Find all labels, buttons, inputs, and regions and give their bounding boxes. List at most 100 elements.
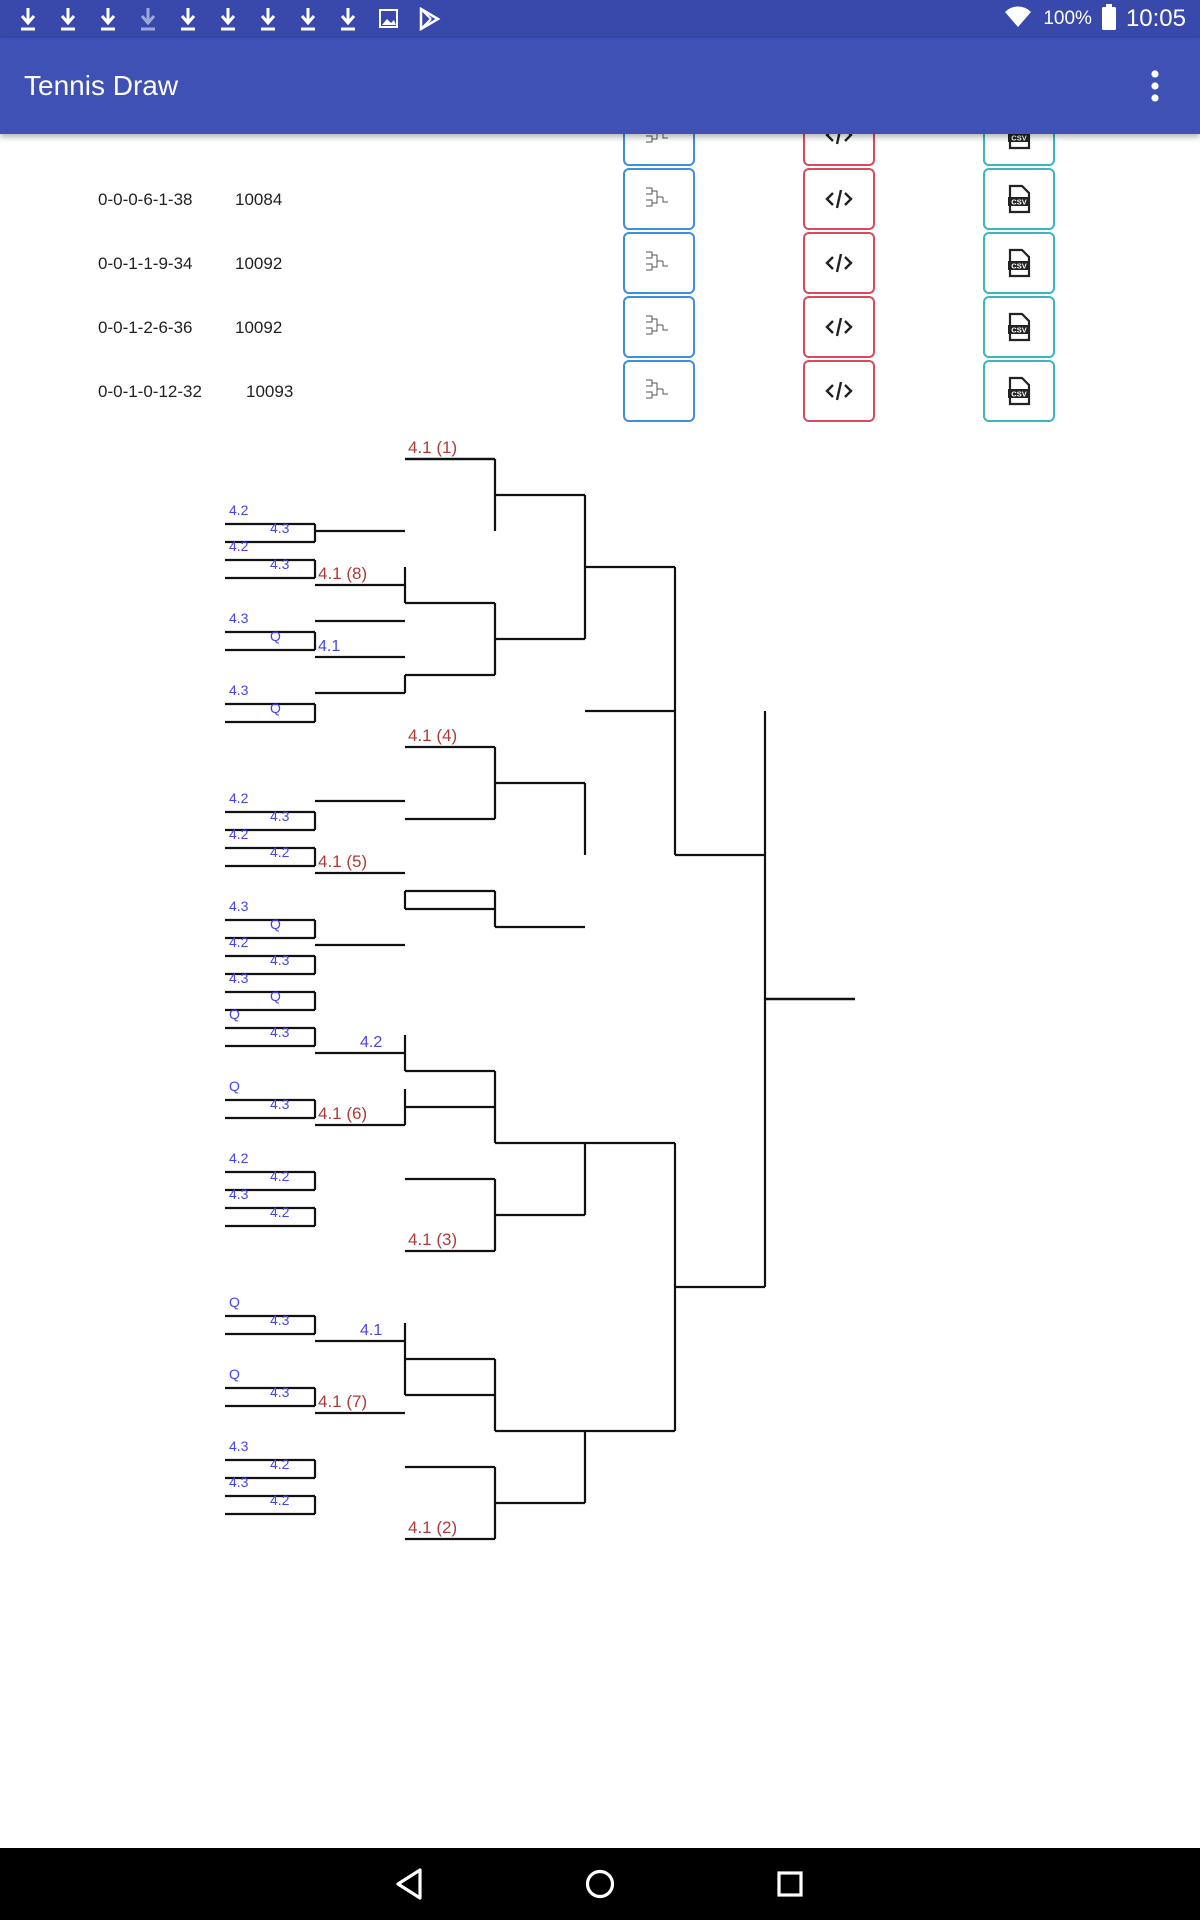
code-icon <box>825 381 853 401</box>
draw-view-button[interactable] <box>623 360 695 422</box>
image-icon <box>374 4 414 34</box>
r1-player-label: Q <box>270 700 281 716</box>
csv-export-button[interactable]: CSV <box>983 296 1055 358</box>
draw-code: 0-0-1-1-9-34 <box>98 254 193 273</box>
r1-player-label: 4.3 <box>229 1474 249 1490</box>
r1-player-label: 4.3 <box>270 1024 290 1040</box>
csv-file-icon: CSV <box>1008 134 1031 150</box>
back-triangle-icon[interactable] <box>390 1864 430 1904</box>
html-export-button[interactable] <box>803 360 875 422</box>
wifi-icon <box>1003 5 1033 34</box>
r1-player-label: 4.3 <box>270 952 290 968</box>
r1-player-label: 4.3 <box>270 1384 290 1400</box>
svg-text:CSV: CSV <box>1011 326 1026 335</box>
draw-number: 10092 <box>235 318 283 337</box>
download-icon <box>174 4 214 34</box>
r2-player-label: 4.1 <box>360 1322 382 1339</box>
csv-file-icon: CSV <box>1008 376 1031 406</box>
r1-player-label: 4.2 <box>229 1150 249 1166</box>
download-icon <box>54 4 94 34</box>
clock: 10:05 <box>1125 5 1186 32</box>
draw-code: 0-0-0-6-1-38 <box>98 190 193 209</box>
r2-player-label: 4.2 <box>360 1034 382 1051</box>
seed-label: 4.1 (5) <box>318 852 367 871</box>
status-bar: 100% 10:05 <box>0 0 1200 38</box>
r1-player-label: 4.3 <box>270 1312 290 1328</box>
r1-player-label: Q <box>229 1294 240 1310</box>
r1-player-label: 4.3 <box>229 610 249 626</box>
csv-file-icon: CSV <box>1008 312 1031 342</box>
download-icon <box>14 4 54 34</box>
r1-player-label: 4.2 <box>270 1204 290 1220</box>
draw-number: 10084 <box>235 190 283 209</box>
r1-player-label: 4.2 <box>229 502 249 518</box>
app-bar: Tennis Draw <box>0 38 1200 134</box>
draw-view-button[interactable] <box>623 232 695 294</box>
r1-player-label: Q <box>229 1078 240 1094</box>
draw-view-button[interactable] <box>623 168 695 230</box>
r1-player-label: 4.3 <box>229 1186 249 1202</box>
html-export-button[interactable] <box>803 168 875 230</box>
code-icon <box>825 317 853 337</box>
home-circle-icon[interactable] <box>580 1864 620 1904</box>
code-icon <box>825 189 853 209</box>
play-store-icon <box>414 4 454 34</box>
r2-player-label: 4.1 <box>318 638 340 655</box>
more-vert-icon[interactable] <box>1140 66 1170 106</box>
r1-player-label: 4.2 <box>229 934 249 950</box>
r1-player-label: Q <box>229 1006 240 1022</box>
r1-player-label: 4.3 <box>270 520 290 536</box>
recents-square-icon[interactable] <box>770 1864 810 1904</box>
r1-player-label: 4.2 <box>229 826 249 842</box>
html-export-button[interactable] <box>803 232 875 294</box>
html-export-button[interactable] <box>803 134 875 166</box>
r1-player-label: 4.2 <box>229 790 249 806</box>
download-icon <box>94 4 134 34</box>
seed-label: 4.1 (8) <box>318 564 367 583</box>
draw-code: 0-0-1-2-6-36 <box>98 318 193 337</box>
csv-export-button[interactable]: CSV <box>983 168 1055 230</box>
csv-export-button[interactable]: CSV <box>983 360 1055 422</box>
csv-export-button[interactable]: CSV <box>983 134 1055 166</box>
seed-label: 4.1 (2) <box>408 1518 457 1537</box>
seed-label: 4.1 (1) <box>408 438 457 457</box>
bracket-icon <box>646 134 668 143</box>
r1-player-label: 4.3 <box>270 808 290 824</box>
draw-number: 10092 <box>235 254 283 273</box>
r1-player-label: 4.3 <box>229 682 249 698</box>
battery-icon <box>1101 3 1116 35</box>
r1-player-label: 4.2 <box>270 844 290 860</box>
seed-label: 4.1 (6) <box>318 1104 367 1123</box>
r1-player-label: Q <box>270 988 281 1004</box>
draw-list: CSV 0-0-0-6-1-38 10084 CSV 0-0-1-1-9-34 … <box>0 134 1200 424</box>
r1-player-label: 4.2 <box>270 1456 290 1472</box>
notification-icons <box>14 4 454 34</box>
r1-player-label: 4.3 <box>229 1438 249 1454</box>
svg-text:CSV: CSV <box>1011 390 1026 399</box>
app-title: Tennis Draw <box>24 70 179 101</box>
battery-percent: 100% <box>1043 8 1092 29</box>
svg-text:CSV: CSV <box>1011 134 1026 143</box>
bracket-icon <box>646 315 668 335</box>
draw-view-button[interactable] <box>623 296 695 358</box>
list-item: 0-0-1-1-9-34 10092 CSV <box>0 232 1200 296</box>
r1-player-label: 4.3 <box>270 1096 290 1112</box>
csv-file-icon: CSV <box>1008 184 1031 214</box>
r1-player-label: 4.2 <box>229 538 249 554</box>
draw-code: 0-0-1-0-12-32 <box>98 382 202 401</box>
draw-number: 10093 <box>246 382 294 401</box>
download-icon <box>134 4 174 34</box>
download-icon <box>214 4 254 34</box>
code-icon <box>825 253 853 273</box>
list-item: 0-0-1-0-12-32 10093 CSV <box>0 360 1200 424</box>
navigation-bar <box>0 1848 1200 1920</box>
bracket-diagram: 4.24.34.24.34.3Q4.3Q4.24.34.24.24.3Q4.24… <box>225 438 855 1541</box>
r1-player-label: Q <box>229 1366 240 1382</box>
bracket-icon <box>646 379 668 399</box>
csv-export-button[interactable]: CSV <box>983 232 1055 294</box>
draw-view-button[interactable] <box>623 134 695 166</box>
svg-text:CSV: CSV <box>1011 262 1026 271</box>
html-export-button[interactable] <box>803 296 875 358</box>
code-icon <box>825 134 853 145</box>
bracket-icon <box>646 187 668 207</box>
